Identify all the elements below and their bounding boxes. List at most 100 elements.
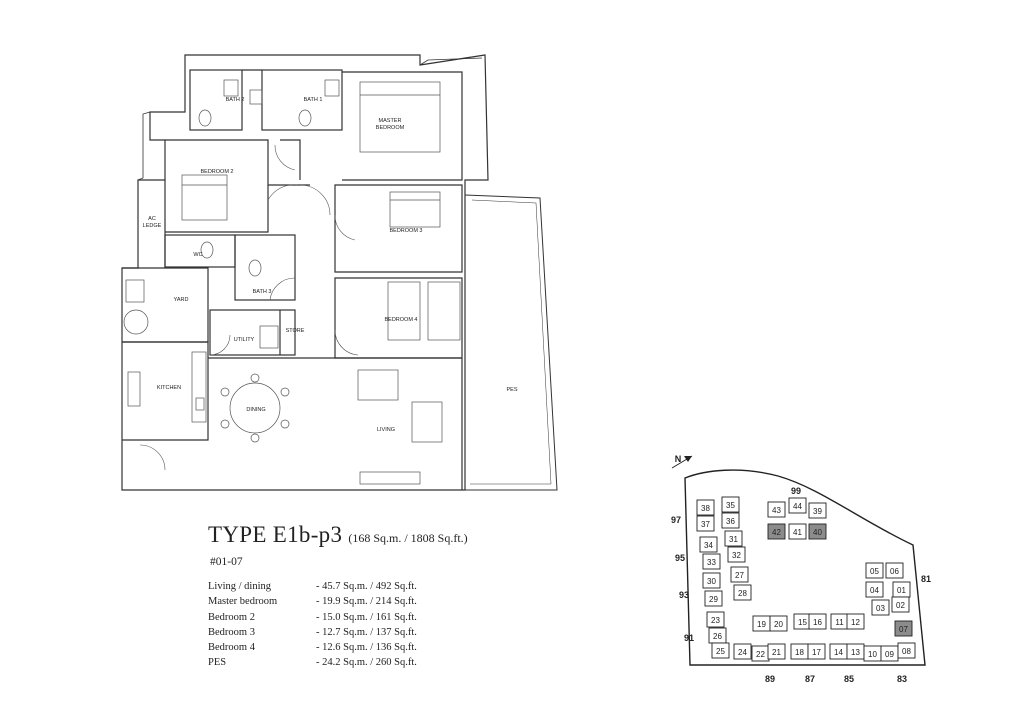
unit-number: #01-07	[210, 556, 243, 568]
north-label: N	[675, 454, 682, 464]
block-label: 38	[701, 504, 710, 513]
road-label: 87	[805, 674, 815, 684]
block-label: 02	[896, 601, 905, 610]
block-42	[767, 523, 786, 540]
road-label: 95	[675, 553, 685, 563]
block-28	[733, 584, 752, 601]
block-label: 44	[793, 502, 802, 511]
road-label: 99	[791, 486, 801, 496]
block-17	[807, 643, 826, 660]
table-row: Living / dining - 45.7 Sq.m. / 492 Sq.ft.	[208, 579, 417, 594]
block-12	[846, 613, 865, 630]
block-05	[865, 562, 884, 579]
block-30	[702, 572, 721, 589]
block-label: 16	[813, 618, 822, 627]
road-label: 83	[897, 674, 907, 684]
block-label: 37	[701, 520, 710, 529]
block-label: 07	[899, 625, 908, 634]
block-label: 24	[738, 648, 747, 657]
floor-plan: BATH 2 BATH 1 MASTER BEDROOM BEDROOM 2 B…	[121, 54, 558, 491]
block-23	[706, 611, 725, 628]
block-label: 03	[876, 604, 885, 613]
room-label-ac-1: AC	[148, 216, 156, 222]
area-value: - 19.9 Sq.m. / 214 Sq.ft.	[316, 596, 417, 608]
area-name: Bedroom 3	[208, 626, 255, 638]
block-29	[704, 590, 723, 607]
room-label-bedroom2: BEDROOM 2	[200, 169, 233, 175]
block-label: 23	[711, 616, 720, 625]
block-44	[788, 497, 807, 514]
block-label: 31	[729, 535, 738, 544]
block-31	[724, 530, 743, 547]
room-label-bedroom4: BEDROOM 4	[384, 317, 417, 323]
block-label: 22	[756, 650, 765, 659]
block-08	[897, 642, 916, 659]
block-label: 34	[704, 541, 713, 550]
room-label-living: LIVING	[377, 427, 395, 433]
block-06	[885, 562, 904, 579]
block-label: 01	[897, 586, 906, 595]
block-label: 08	[902, 647, 911, 656]
block-24	[733, 643, 752, 660]
block-label: 41	[793, 528, 802, 537]
block-label: 30	[707, 577, 716, 586]
block-label: 05	[870, 567, 879, 576]
room-label-kitchen: KITCHEN	[157, 385, 181, 391]
block-label: 36	[726, 517, 735, 526]
room-label-dining: DINING	[246, 407, 265, 413]
block-label: 15	[798, 618, 807, 627]
room-label-ac-2: LEDGE	[143, 223, 162, 229]
room-label-store: STORE	[286, 328, 305, 334]
room-label-pes: PES	[506, 387, 517, 393]
block-20	[769, 615, 788, 632]
block-39	[808, 502, 827, 519]
room-label-yard: YARD	[174, 297, 189, 303]
block-21	[767, 643, 786, 660]
block-07	[894, 620, 913, 637]
block-label: 28	[738, 589, 747, 598]
area-name: Master bedroom	[208, 596, 278, 608]
block-label: 12	[851, 618, 860, 627]
table-row: PES- 24.2 Sq.m. / 260 Sq.ft.	[208, 655, 417, 670]
block-label: 14	[834, 648, 843, 657]
area-value: - 15.0 Sq.m. / 161 Sq.ft.	[316, 611, 417, 623]
block-label: 26	[713, 632, 722, 641]
road-label: 89	[765, 674, 775, 684]
block-label: 09	[885, 650, 894, 659]
block-43	[767, 501, 786, 518]
area-value: - 45.7 Sq.m. / 492 Sq.ft.	[316, 581, 417, 592]
block-label: 06	[890, 567, 899, 576]
block-03	[871, 599, 890, 616]
block-16	[808, 613, 827, 630]
block-label: 35	[726, 501, 735, 510]
block-label: 27	[735, 571, 744, 580]
block-label: 21	[772, 648, 781, 657]
block-label: 40	[813, 528, 822, 537]
room-label-bath1: BATH 1	[304, 97, 323, 103]
block-label: 39	[813, 507, 822, 516]
block-label: 33	[707, 558, 716, 567]
area-breakdown-table: Living / dining - 45.7 Sq.m. / 492 Sq.ft.…	[208, 579, 417, 671]
block-04	[865, 581, 884, 598]
block-label: 32	[732, 551, 741, 560]
block-label: 18	[795, 648, 804, 657]
road-label: 97	[671, 515, 681, 525]
block-27	[730, 566, 749, 583]
block-38	[696, 499, 715, 516]
room-label-bath3: BATH 3	[253, 289, 272, 295]
area-value: - 24.2 Sq.m. / 260 Sq.ft.	[316, 657, 417, 669]
unit-type: TYPE E1b-p3	[208, 522, 343, 547]
room-label-bedroom3: BEDROOM 3	[389, 228, 422, 234]
road-label: 91	[684, 633, 694, 643]
block-label: 10	[868, 650, 877, 659]
block-25	[711, 642, 730, 659]
block-34	[699, 536, 718, 553]
room-label-wc: WC	[193, 252, 202, 258]
area-value: - 12.6 Sq.m. / 136 Sq.ft.	[316, 642, 417, 654]
north-arrow-icon: N	[671, 454, 693, 469]
block-33	[702, 553, 721, 570]
block-label: 04	[870, 586, 879, 595]
road-label: 85	[844, 674, 854, 684]
area-name: Living / dining	[208, 581, 271, 592]
